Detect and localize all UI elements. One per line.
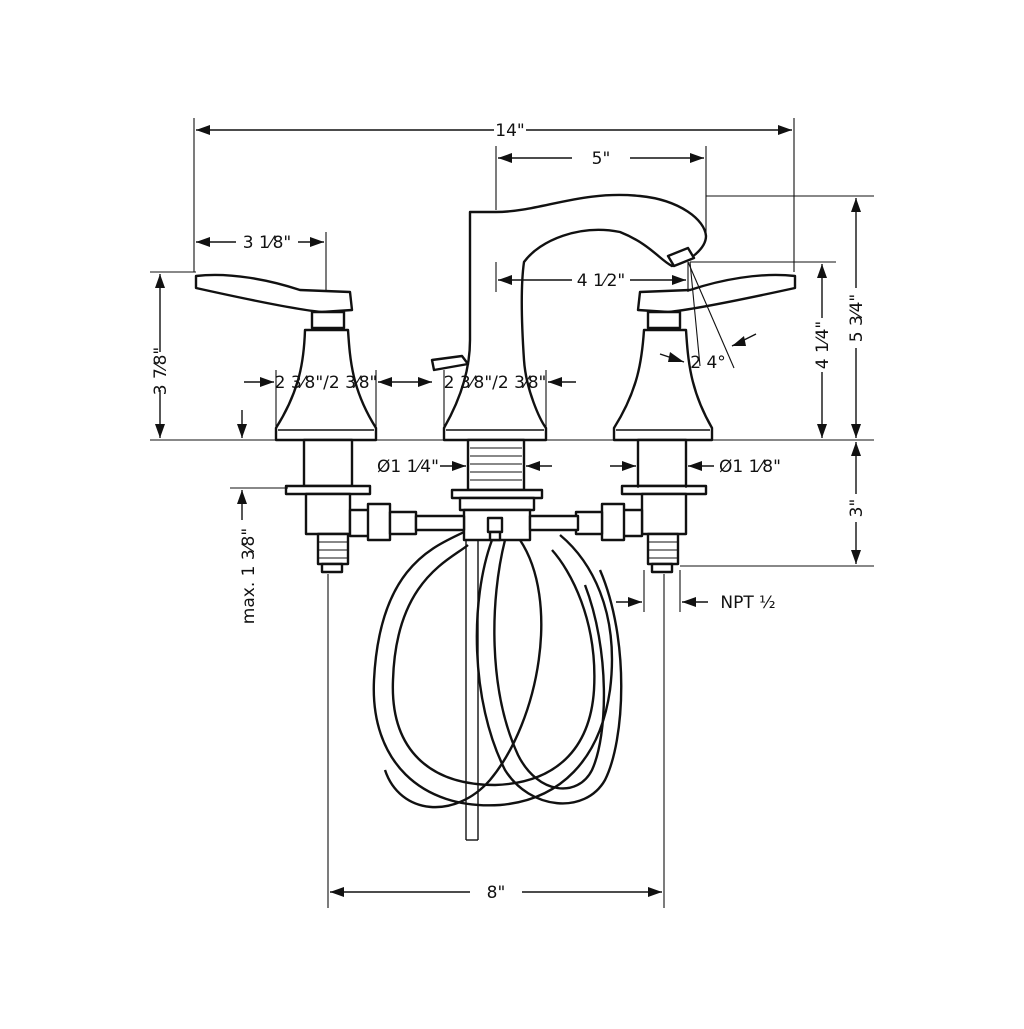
faucet-outline [194,193,797,841]
dimension-labels: 14" 5" 3 1⁄8" 4 1⁄2" 3 7⁄8" 4 1⁄4" 5 3⁄4… [151,121,867,903]
supply-hoses [372,528,623,809]
left-valve [284,438,466,574]
below-deck-label: 3" [847,499,867,518]
center-tailpiece [450,438,544,542]
base-left-label: 2 3⁄8"/2 3⁄8" [275,373,378,393]
overall-width-label: 14" [495,121,524,141]
spout-reach-label: 5" [592,149,611,169]
max-deck-label: max. 1 3⁄8" [239,528,259,624]
handle-length-label: 3 1⁄8" [243,233,292,253]
base-center-label: 2 3⁄8"/2 3⁄8" [444,373,547,393]
centerset-label: 8" [487,883,506,903]
center-hole-label: Ø1 1⁄4" [377,457,439,477]
spout-angle-label: 2 4° [690,353,726,373]
arrowheads [155,125,861,897]
lift-rod [465,520,479,841]
right-handle [612,273,797,442]
left-handle [194,273,378,442]
connection-label: NPT ½ [720,593,775,613]
handle-height-label: 3 7⁄8" [151,347,171,396]
spout-outlet-height-label: 4 1⁄4" [813,321,833,370]
side-hole-label: Ø1 1⁄8" [719,457,781,477]
spout-inner-label: 4 1⁄2" [577,271,626,291]
overall-height-label: 5 3⁄4" [847,294,867,343]
right-valve [528,438,708,574]
